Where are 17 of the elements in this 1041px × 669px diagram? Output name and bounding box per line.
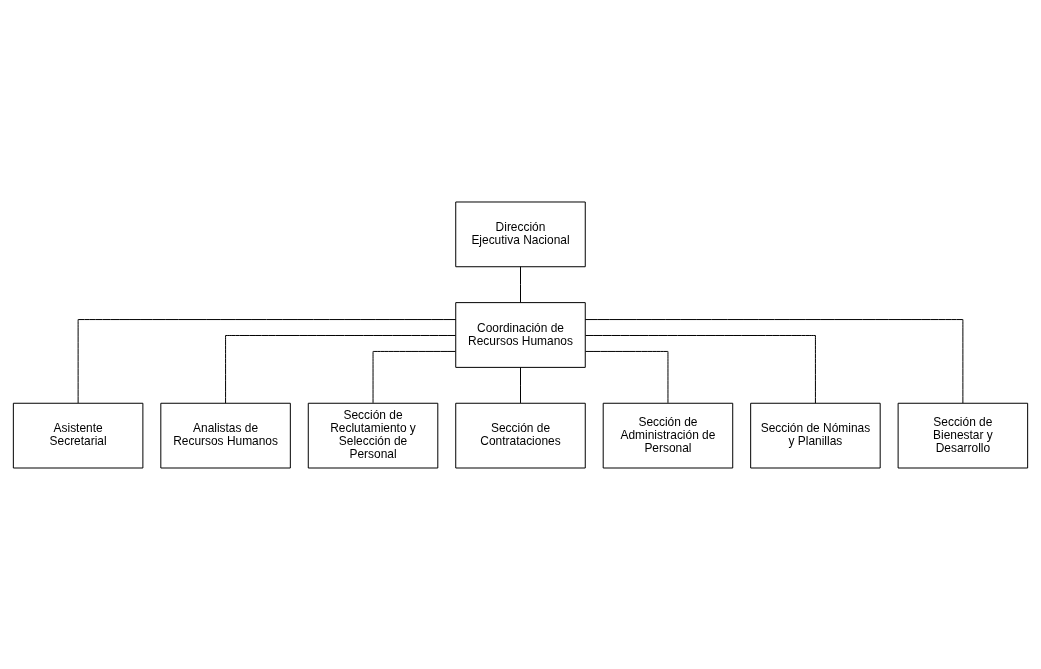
connector [77, 318, 457, 403]
node-box: Sección de Nóminas y Planillas [750, 402, 881, 468]
node-box: Asistente Secretarial [12, 402, 144, 468]
node-box: Sección de Reclutamiento y Selección de Personal [307, 402, 439, 468]
connector [584, 318, 964, 403]
node-box: Analistas de Recursos Humanos [160, 402, 291, 468]
connector [520, 265, 521, 303]
node-box: Sección de Bienestar y Desarrollo [897, 402, 1029, 468]
connector [372, 350, 456, 403]
connector [520, 366, 521, 403]
connector [225, 334, 456, 404]
node-box: Coordinación de Recursos Humanos [455, 301, 586, 368]
connector [585, 334, 816, 404]
node-box: Sección de Contrataciones [455, 402, 586, 468]
node-box: Sección de Administración de Personal [602, 402, 734, 468]
node-box: Dirección Ejecutiva Nacional [455, 201, 586, 267]
connector [585, 350, 669, 403]
